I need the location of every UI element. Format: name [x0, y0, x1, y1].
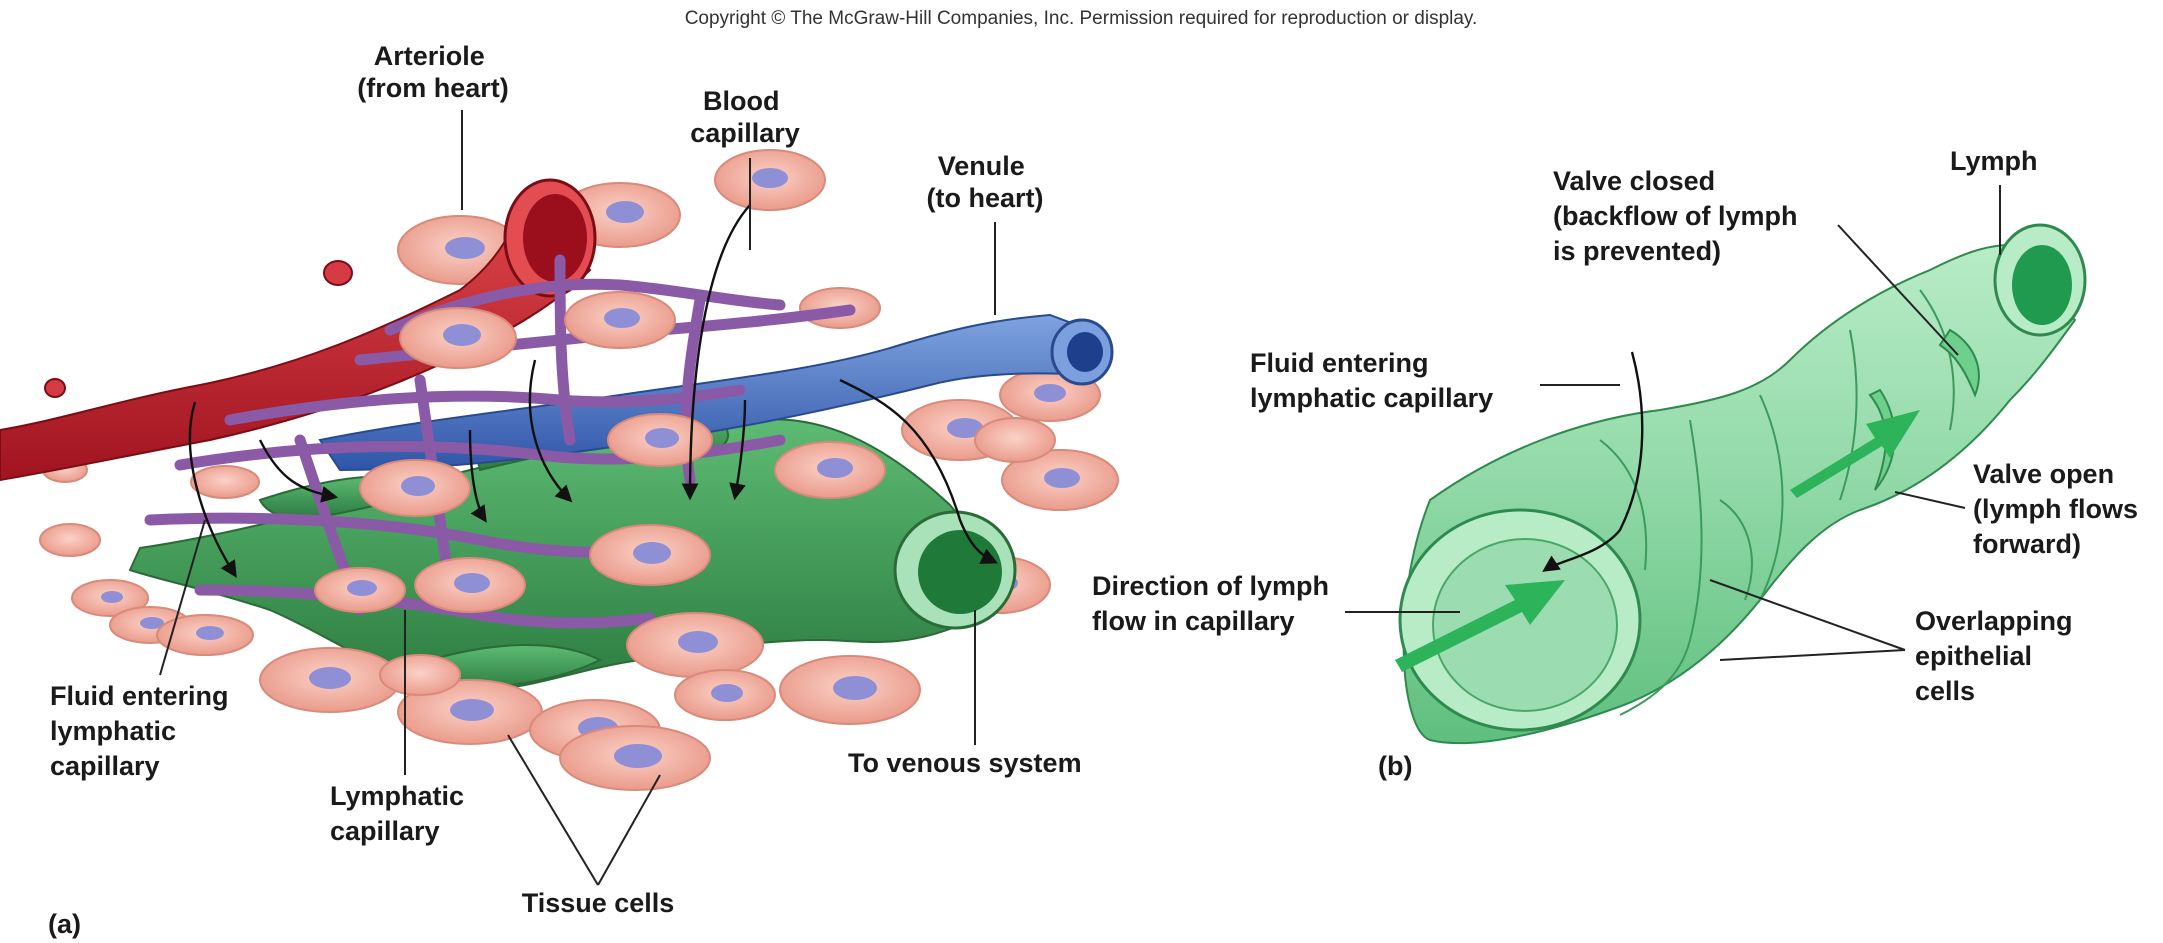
- panel-a-illustration: [0, 149, 1119, 791]
- arteriole-lumen: [523, 194, 587, 282]
- lymph-direction-arrows: [1395, 410, 1920, 672]
- tissue-cell: [379, 654, 461, 696]
- tissue-cell: [359, 459, 471, 517]
- arteriole-branch-stub: [44, 378, 66, 398]
- tissue-cell: [774, 441, 886, 499]
- lymphatic-capillary-lumen: [918, 530, 1002, 614]
- panel-b-illustration: [1395, 223, 2087, 745]
- tissue-cell: [589, 524, 711, 586]
- tissue-cell: [156, 614, 254, 656]
- leader-fluid-entering-a: [159, 519, 206, 676]
- tissue-cell: [559, 725, 711, 791]
- tissue-cell: [626, 612, 764, 678]
- leader-valve-closed: [1837, 224, 1959, 356]
- lymph-content: [2012, 245, 2072, 325]
- tissue-cell: [39, 523, 101, 557]
- tissue-cell: [71, 579, 149, 617]
- tube-lumen: [1432, 538, 1618, 712]
- venule-lumen: [1067, 332, 1103, 372]
- tissue-cell: [314, 567, 406, 613]
- arteriole-branch-stub: [323, 260, 353, 286]
- label-to-venous-system: To venous system: [848, 748, 1082, 778]
- label-lymph: Lymph: [1950, 146, 2038, 176]
- label-overlapping-epithelial: Overlapping epithelial cells: [1915, 606, 2080, 706]
- tissue-cell: [714, 149, 826, 211]
- copyright-notice: Copyright © The McGraw-Hill Companies, I…: [685, 8, 1478, 29]
- arteriole-vessel: [0, 197, 592, 482]
- lymph-arrow: [1790, 410, 1920, 498]
- fluid-flow-arrows: [188, 204, 999, 578]
- tissue-cell: [397, 679, 543, 745]
- leader-overlapping-epithelial: [1709, 579, 1906, 651]
- label-arteriole: Arteriole (from heart): [357, 41, 509, 103]
- label-blood-capillary: Blood capillary: [690, 86, 800, 148]
- tissue-cell: [974, 417, 1056, 463]
- label-tissue-cells: Tissue cells: [522, 888, 675, 918]
- label-direction-of-lymph: Direction of lymph flow in capillary: [1092, 571, 1337, 636]
- label-fluid-entering-a: Fluid entering lymphatic capillary: [50, 681, 236, 781]
- label-valve-open: Valve open (lymph flows forward): [1973, 459, 2146, 559]
- tissue-cell: [564, 291, 676, 349]
- label-valve-closed: Valve closed (backflow of lymph is preve…: [1553, 166, 1805, 266]
- tissue-cell: [674, 669, 776, 721]
- leader-tissue-cells: [597, 774, 661, 886]
- tissue-cell: [259, 647, 401, 713]
- tissue-cell: [190, 465, 260, 499]
- tissue-cell: [1001, 449, 1119, 511]
- fluid-entering-arrow-b: [1542, 351, 1644, 572]
- leader-valve-open: [1894, 491, 1966, 509]
- tissue-cells-foreground: [259, 291, 1056, 791]
- tissue-cell: [399, 307, 517, 369]
- epithelial-cell-outlines: [1599, 289, 1955, 716]
- leader-overlapping-epithelial: [1719, 649, 1906, 661]
- panel-a-letter: (a): [48, 909, 81, 939]
- tissue-cell: [607, 413, 713, 467]
- tissue-cell: [779, 655, 921, 725]
- label-lymphatic-capillary: Lymphatic capillary: [330, 781, 472, 846]
- tissue-cell: [414, 557, 526, 613]
- lymph-arrow: [1395, 580, 1565, 672]
- label-venule: Venule (to heart): [927, 151, 1044, 213]
- leader-tissue-cells: [507, 734, 599, 886]
- panel-b-letter: (b): [1378, 751, 1412, 781]
- label-fluid-entering-b: Fluid entering lymphatic capillary: [1250, 348, 1493, 413]
